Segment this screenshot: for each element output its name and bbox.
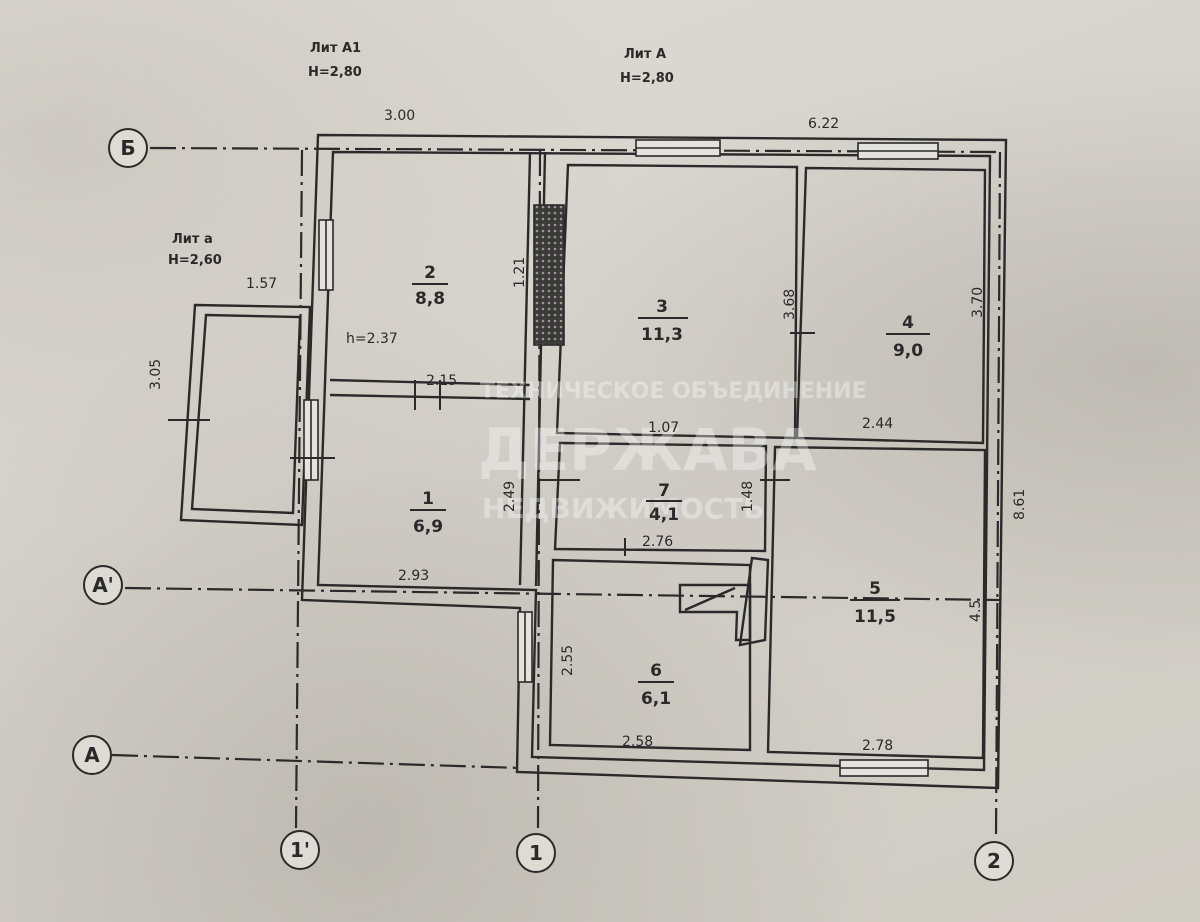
header-lit-a-name: Лит А (624, 47, 666, 62)
axis-bubble-1-prime: 1' (280, 830, 320, 870)
room-4: 4 9,0 (886, 313, 930, 361)
dim-room4-bottom: 2.44 (862, 416, 893, 432)
watermark-line2: ДЕРЖАВА (478, 416, 817, 484)
room-3: 3 11,3 (638, 297, 688, 345)
dim-room1-bottom: 2.93 (398, 568, 429, 584)
axis-bubble-a-prime: А' (83, 565, 123, 605)
room-7-area: 4,1 (649, 505, 679, 525)
axis-label-b: Б (120, 136, 135, 160)
axis-bubble-a: А (72, 735, 112, 775)
dim-room5-width: 2.78 (862, 738, 893, 754)
dim-room6-height: 2.55 (560, 645, 576, 676)
room-3-area: 11,3 (641, 325, 683, 345)
room-2: 2 8,8 (412, 263, 448, 309)
chimney-hatch (533, 204, 565, 346)
axis-bubble-2: 2 (974, 841, 1014, 881)
axis-label-1: 1 (529, 841, 543, 865)
room-1-number: 1 (422, 489, 434, 509)
windows (303, 139, 939, 777)
axis-label-a: А (84, 743, 100, 767)
dim-room6-width: 2.58 (622, 734, 653, 750)
room-5-number: 5 (869, 579, 881, 599)
dim-room1-width: 2.15 (426, 373, 457, 389)
room-1-area: 6,9 (413, 517, 443, 537)
dim-porch-height: 3.05 (148, 359, 164, 390)
axis-bubble-b: Б (108, 128, 148, 168)
dim-total-height: 8.61 (1012, 489, 1028, 520)
watermark-line3: НЕДВИЖИМОСТЬ (482, 492, 765, 525)
dim-room5-height: 4.5 (968, 600, 984, 622)
room-6: 6 6,1 (638, 661, 674, 709)
dim-top-left: 3.00 (384, 108, 415, 124)
dim-room3-bottom: 1.07 (648, 420, 679, 436)
dim-room3-height: 3.68 (782, 289, 798, 320)
axis-label-2: 2 (987, 849, 1001, 873)
room-2-number: 2 (424, 263, 436, 283)
room-2-area: 8,8 (415, 289, 445, 309)
room-5-area: 11,5 (854, 607, 896, 627)
room-1: 1 6,9 (410, 489, 446, 537)
dim-room4-height: 3.70 (970, 287, 986, 318)
dim-room2-ceiling: h=2.37 (346, 331, 398, 347)
axis-label-a-prime: А' (92, 573, 114, 597)
dim-porch-width: 1.57 (246, 276, 277, 292)
dim-room1-height: 2.49 (502, 481, 518, 512)
room-3-number: 3 (656, 297, 668, 317)
watermark-line1: ТЕХНИЧЕСКОЕ ОБЪЕДИНЕНИЕ (480, 379, 867, 404)
dim-room7-width: 2.76 (642, 534, 673, 550)
room-4-number: 4 (902, 313, 914, 333)
room-7-number: 7 (658, 481, 670, 501)
room-7: 7 4,1 (646, 481, 682, 525)
header-lit-a1-name: Лит А1 (310, 41, 361, 56)
header-lit-a-height: H=2,80 (620, 71, 674, 86)
axis-label-1-prime: 1' (290, 838, 310, 862)
dim-room7-height: 1.48 (740, 481, 756, 512)
dimension-ticks (168, 332, 815, 556)
room-6-area: 6,1 (641, 689, 671, 709)
dim-room2-height: 1.21 (512, 257, 528, 288)
room-5: 5 11,5 (850, 579, 900, 627)
header-lit-a1-height: H=2,80 (308, 65, 362, 80)
dim-top-right: 6.22 (808, 116, 839, 132)
room-6-number: 6 (650, 661, 662, 681)
header-lit-a-small-name: Лит а (172, 232, 213, 247)
header-lit-a-small-height: H=2,60 (168, 253, 222, 268)
room-4-area: 9,0 (893, 341, 923, 361)
axis-bubble-1: 1 (516, 833, 556, 873)
